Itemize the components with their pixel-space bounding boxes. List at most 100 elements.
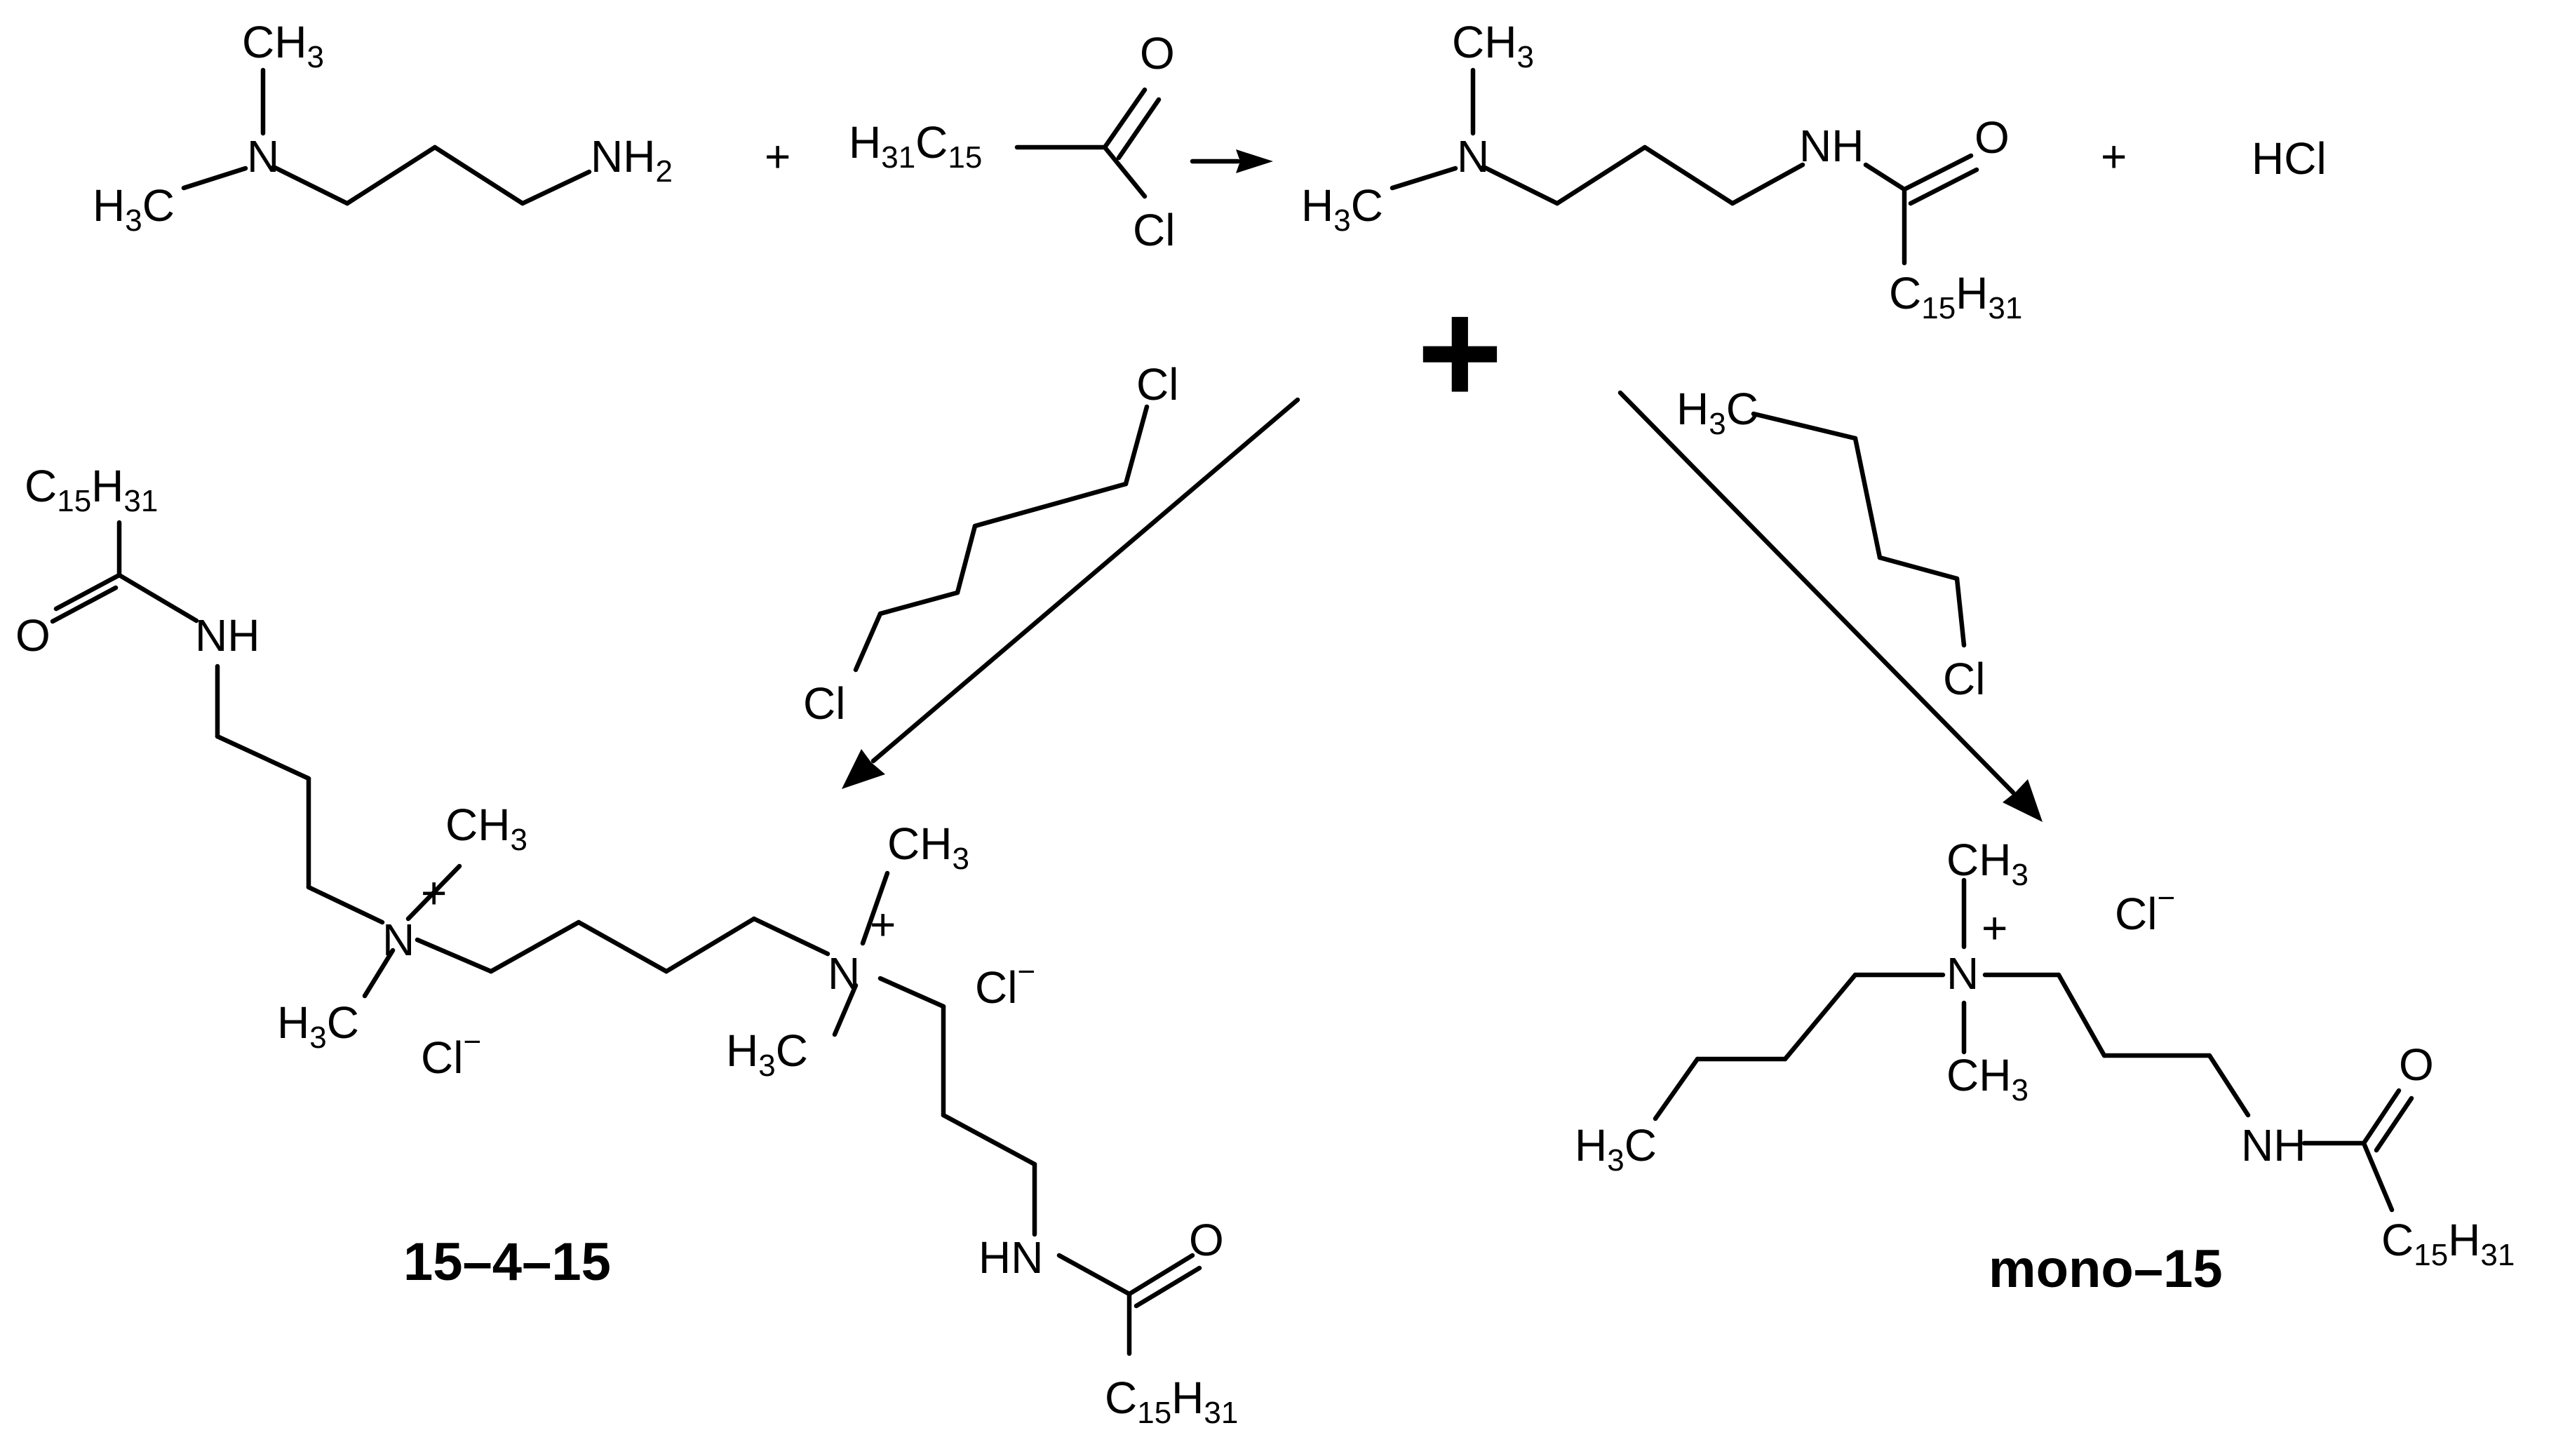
bond-line — [2361, 1140, 2395, 1213]
atom-label-part: 31 — [1988, 291, 2022, 325]
atom-label-part: H — [277, 997, 309, 1048]
chloride-ion: Cl− — [975, 955, 1035, 1013]
atom-label-part: 3 — [2011, 1073, 2028, 1107]
charge-positive: + — [1982, 903, 2007, 953]
atom-label-part: H — [920, 818, 952, 869]
atom-label-part: H — [1979, 1050, 2011, 1100]
arrowhead — [2003, 779, 2043, 822]
label-c15h31: C15H31 — [2381, 1215, 2515, 1272]
atom-label-part: 31 — [1204, 1396, 1238, 1430]
bond-line — [1782, 972, 1858, 1062]
atom-label-part: 15 — [948, 140, 982, 175]
atom-label-part: C — [1946, 1050, 1979, 1100]
label-ch3: CH3 — [445, 800, 527, 857]
bond-line — [877, 976, 946, 1009]
atom-label-part: C — [327, 997, 359, 1048]
arrowhead — [842, 749, 885, 789]
atom-label-part: C — [445, 800, 478, 850]
atom-label-part: 31 — [123, 484, 158, 518]
label-ch3: CH3 — [1452, 17, 1534, 74]
bond-line — [1102, 87, 1148, 150]
compound-label-mono: mono–15 — [1989, 1239, 2223, 1299]
bond-line — [664, 916, 757, 974]
bond-line — [877, 590, 960, 616]
bond-line — [1116, 97, 1162, 161]
atom-label-part: 3 — [1709, 407, 1725, 441]
amidoamine-intermediate: CH3 N H3C NH O C15H31 — [1301, 17, 2022, 325]
atom-label-part: H — [91, 461, 123, 511]
label-h3c: H3C — [93, 180, 175, 238]
bond-line — [1863, 162, 1907, 192]
charge-positive: + — [870, 899, 896, 950]
atom-label-part: H — [1301, 180, 1333, 231]
atom-label-part: 2 — [655, 154, 672, 189]
bond-line — [1102, 144, 1148, 199]
atom-label-part: H — [93, 180, 125, 231]
atom-label-part: H — [274, 17, 307, 67]
atom-label-part: 31 — [2480, 1238, 2515, 1272]
bond-line — [576, 919, 669, 974]
label-nh: NH — [1799, 121, 1864, 171]
bond-line — [181, 166, 248, 191]
atom-label-part: H — [726, 1025, 758, 1076]
atom-label-part: C — [1351, 180, 1383, 231]
atom-label-part: C — [25, 461, 57, 511]
atom-label-part: C — [1624, 1120, 1657, 1171]
label-h3c: H3C — [277, 997, 359, 1055]
label-n: N — [382, 915, 415, 965]
bond-line — [1056, 1253, 1132, 1297]
plus-sign-2: + — [2101, 131, 2127, 182]
label-ch3: CH3 — [1946, 1050, 2029, 1107]
atom-label-part: H — [1575, 1120, 1607, 1171]
bond-line — [306, 884, 385, 925]
label-ch3: CH3 — [242, 17, 324, 74]
bond-line — [832, 983, 859, 1037]
atom-label-part: H — [1484, 17, 1516, 67]
bond-line — [432, 144, 525, 206]
label-hn: HN — [978, 1232, 1043, 1283]
charge-positive: + — [421, 868, 447, 918]
palmitoyl-chloride: H31C15 O Cl — [849, 28, 1175, 255]
atom-label-part: 15 — [57, 484, 91, 518]
bond-line — [362, 948, 396, 999]
atom-label-part: H — [1171, 1373, 1204, 1423]
atom-label-part: C — [776, 1025, 808, 1076]
bond-line — [941, 1112, 1037, 1167]
dichlorobutane: Cl Cl — [803, 359, 1178, 729]
atom-label-part: C — [1452, 17, 1484, 67]
atom-label-part: C — [887, 818, 920, 869]
bond-line — [870, 397, 1300, 764]
bond-line — [2207, 1053, 2251, 1118]
bond-line — [1390, 166, 1458, 191]
atom-label-part: 3 — [510, 823, 527, 857]
atom-label-part: C — [915, 117, 948, 168]
label-h3c: H3C — [1676, 384, 1758, 441]
atom-label-part: H — [1676, 384, 1709, 434]
atom-label-part: H — [1979, 835, 2011, 885]
label-c15h31: C15H31 — [25, 461, 158, 518]
atom-label-part: 15 — [2414, 1238, 2448, 1272]
bond-line — [116, 572, 199, 623]
atom-label-part: C — [1946, 835, 1979, 885]
atom-label-part: 3 — [1333, 203, 1350, 238]
atom-label-part: C — [242, 17, 274, 67]
bond-line — [1123, 404, 1150, 487]
bond-line — [1481, 164, 1560, 206]
reaction-arrow-mono — [1617, 390, 2043, 822]
bond-line — [1730, 162, 1805, 206]
arrowhead — [1236, 149, 1273, 173]
label-c15h31: C15H31 — [1889, 268, 2022, 325]
bond-line — [1751, 411, 1858, 441]
hcl-byproduct: HCl — [2252, 133, 2327, 184]
label-o: O — [15, 610, 51, 661]
atom-label-part: Cl — [975, 962, 1017, 1013]
label-ch3: CH3 — [1946, 835, 2029, 892]
bond-line — [751, 916, 830, 957]
label-o: O — [1189, 1215, 1224, 1265]
label-h31c15: H31C15 — [849, 117, 982, 175]
atom-label-part: 3 — [125, 203, 142, 238]
atom-label-part: H — [478, 800, 510, 850]
bond-line — [1133, 1265, 1202, 1309]
atom-label-part: NH — [591, 131, 655, 182]
